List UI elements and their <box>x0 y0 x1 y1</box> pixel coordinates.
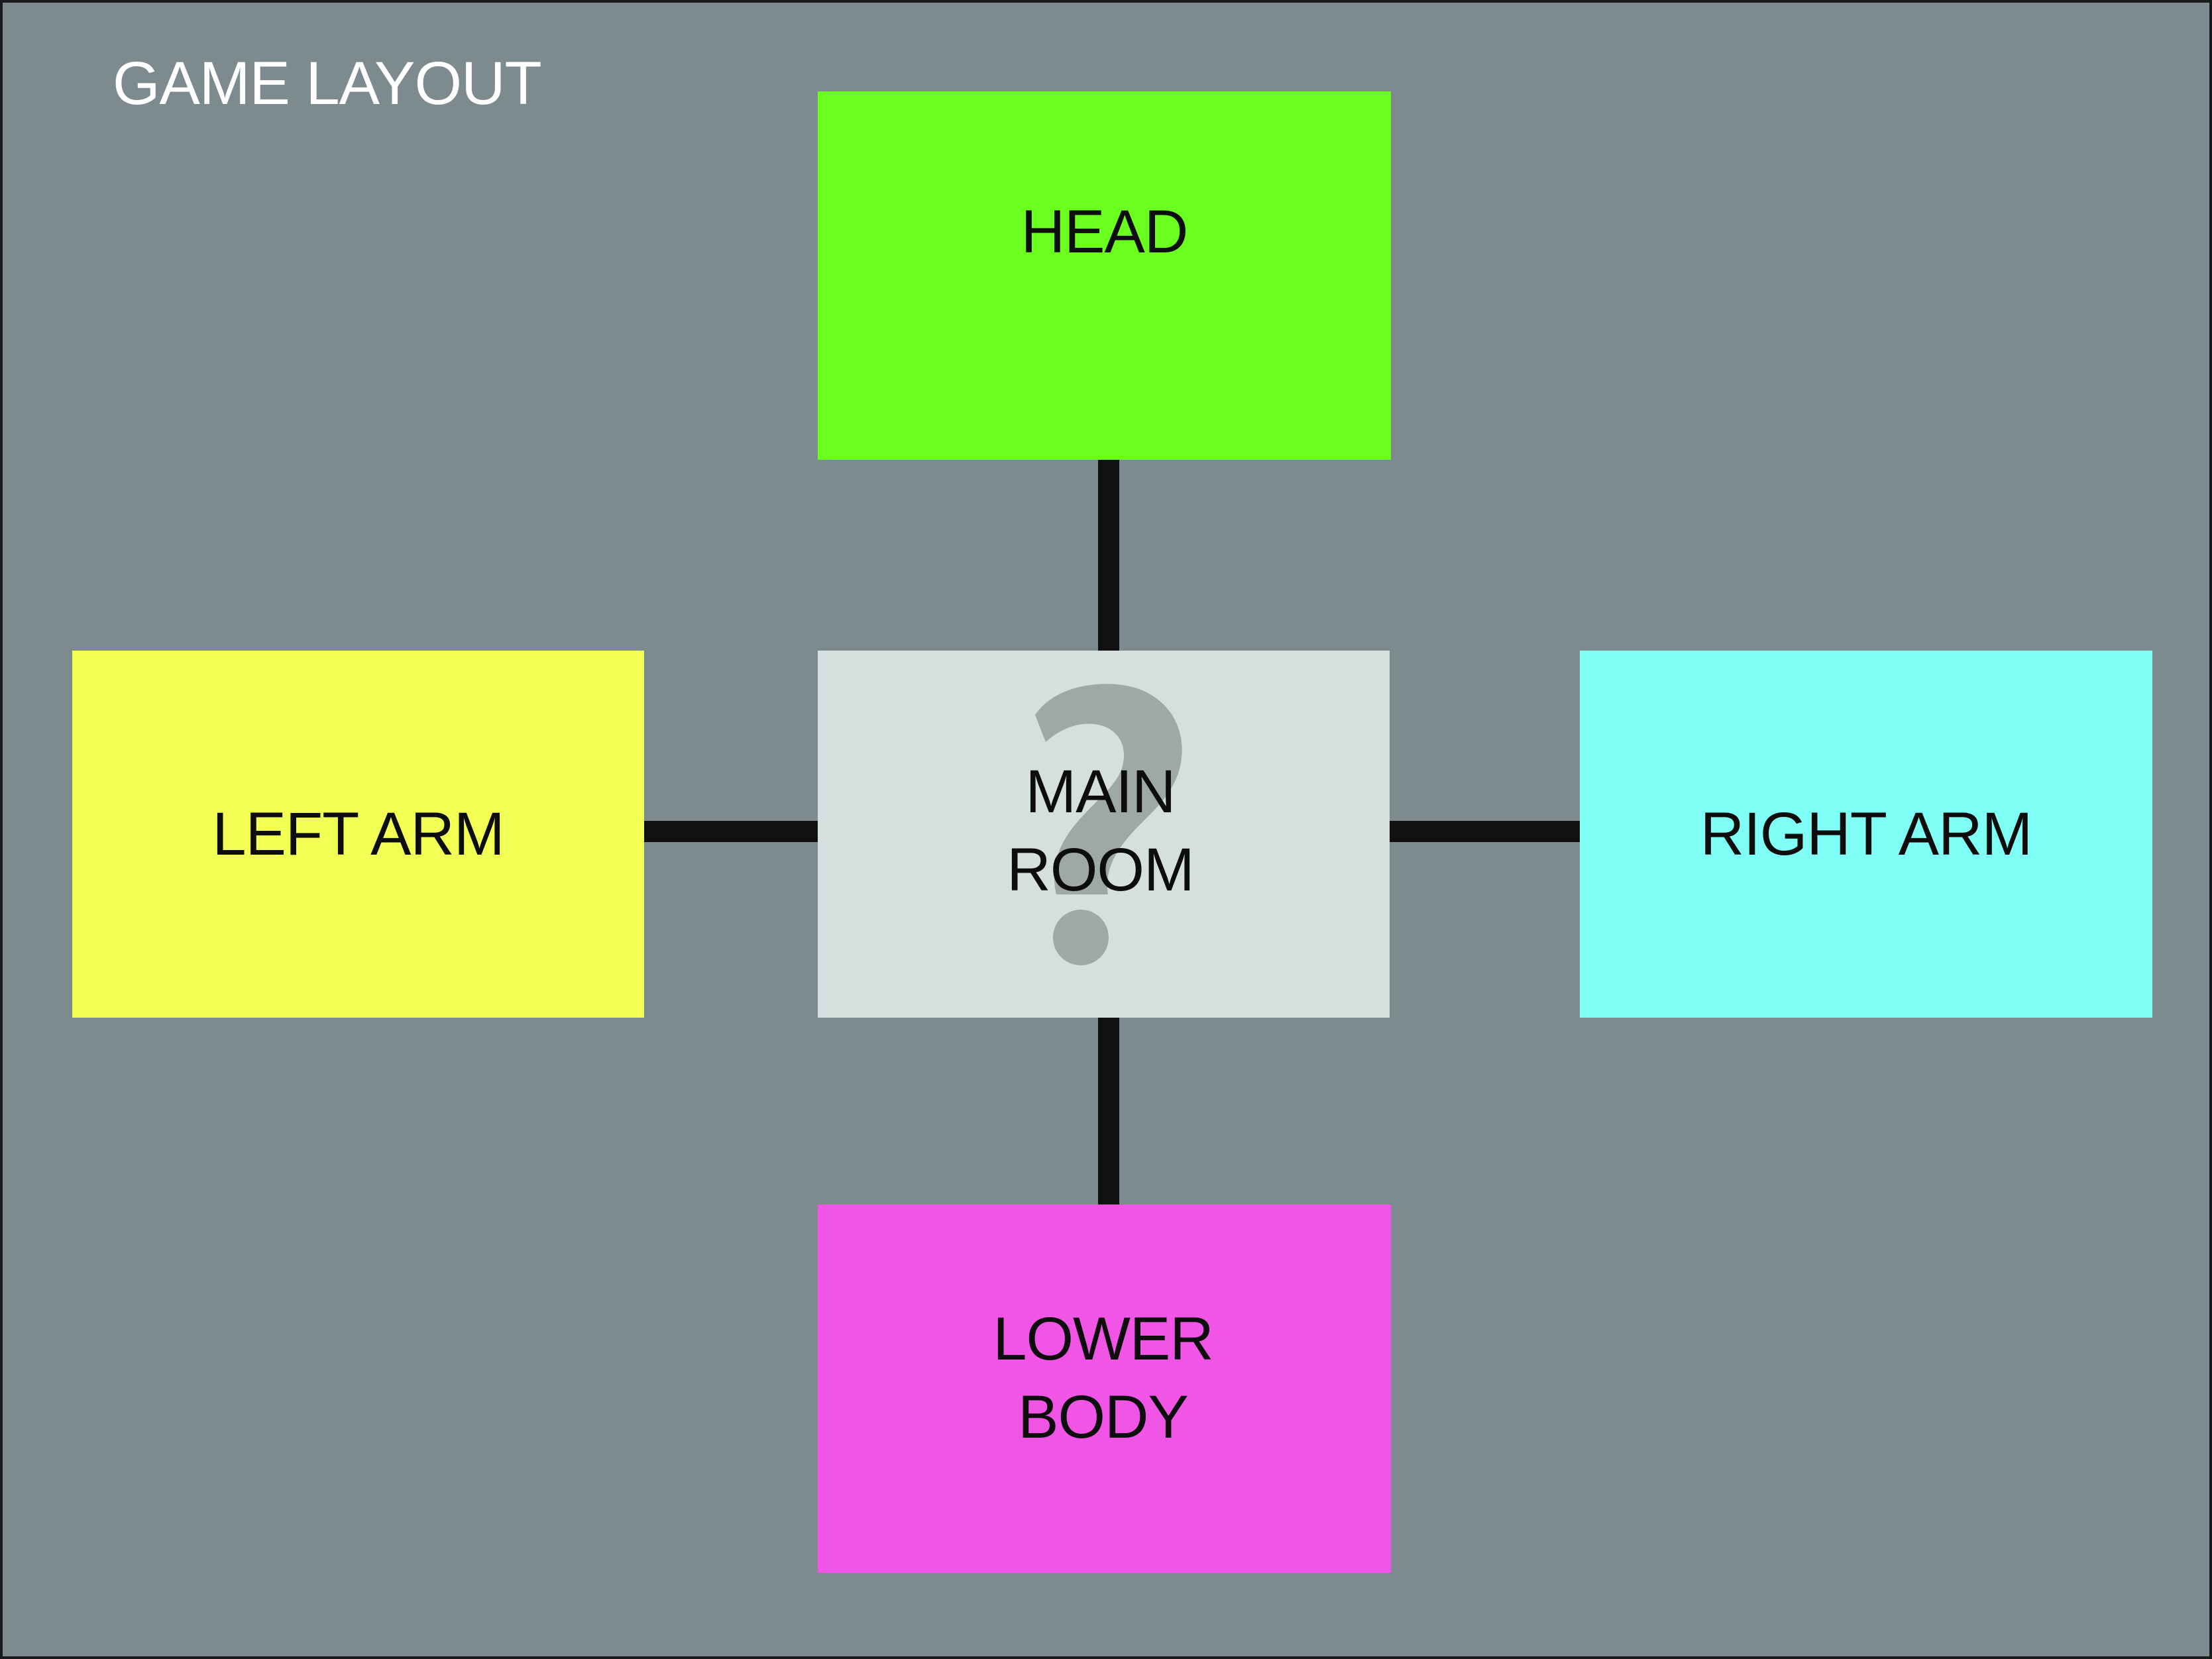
room-lower-body[interactable]: LOWER BODY <box>818 1204 1391 1573</box>
room-head[interactable]: HEAD <box>818 91 1391 460</box>
room-main[interactable]: MAIN ROOM <box>818 651 1390 1018</box>
room-head-label: HEAD <box>1021 198 1189 266</box>
page-title: GAME LAYOUT <box>113 50 542 117</box>
room-main-label: MAIN ROOM <box>1007 758 1194 904</box>
question-mark-icon <box>1035 684 1182 965</box>
room-lower-body-label: LOWER BODY <box>993 1305 1213 1451</box>
room-right-arm[interactable]: RIGHT ARM <box>1580 651 2152 1018</box>
connector-main-lower-body <box>1098 1018 1119 1204</box>
room-left-arm-label: LEFT ARM <box>212 800 504 868</box>
connector-main-right-arm <box>1390 821 1580 842</box>
room-left-arm[interactable]: LEFT ARM <box>72 651 644 1018</box>
room-right-arm-label: RIGHT ARM <box>1700 800 2032 868</box>
connector-left-arm-main <box>644 821 818 842</box>
connector-head-main <box>1098 460 1119 651</box>
